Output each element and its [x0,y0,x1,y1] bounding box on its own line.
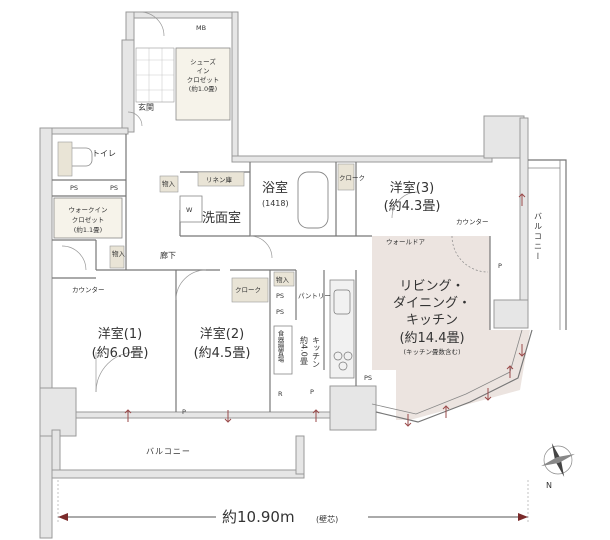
storage-corridor [109,245,125,269]
outer-walls [39,11,529,539]
counter-label-right: カウンター [456,217,489,226]
p-label-right: P [498,262,502,270]
room3-size-label: (約4.3畳) [384,199,441,214]
kitchen-vertical-label: キッチン [312,336,321,368]
north-compass [541,443,575,477]
bay-window-wall [375,329,533,423]
mb-label: MB [196,24,206,32]
ventilation-arrow [506,365,514,378]
shoe-closet-label-2: イン [197,67,210,75]
toilet-label: トイレ [92,149,116,158]
p-label-bottom1: P [182,408,186,416]
width-note-label: (壁芯) [316,514,338,524]
counter-label-left: カウンター [72,285,105,294]
room2-closet [231,277,269,303]
storage-label-wash: 物入 [162,179,176,188]
dimension-arrow-right [518,513,528,521]
ventilation-arrow [442,405,450,418]
storage-label-corridor: 物入 [112,249,126,258]
room2-label: 洋室(2) [200,326,244,342]
entrance-label: 玄関 [138,102,154,112]
dimension-arrow-left [58,513,68,521]
dish-storage-box [273,325,293,375]
living-label-1: リビング・ [399,279,464,294]
ps-label-5: PS [364,374,372,382]
storage-room2 [273,271,295,287]
bathtub [297,171,329,229]
r-label: R [278,390,283,398]
bath-size-label: (1418) [262,199,289,208]
ps-label-4: PS [276,308,284,316]
room1-label: 洋室(1) [98,326,142,342]
balcony-right-label: バルコニー [534,212,543,262]
living-size-label: (約14.4畳) [399,331,464,346]
room3-closet [337,163,355,191]
living-label-2: ダイニング・ [393,296,471,311]
ventilation-arrow [124,409,132,422]
p-label-bottom2: P [310,388,314,396]
kitchen-size-vertical-label: 約4.0畳 [300,335,309,365]
balcony-bottom-label: バルコニー [146,447,191,456]
north-label: N [546,481,552,490]
ps-label-2: PS [110,184,118,192]
walkin-label-1: ウォークイン [69,206,108,214]
shoe-closet-label-3: クロゼット [187,75,220,84]
entrance-tiles [135,47,175,103]
linen-label: リネン庫 [206,175,233,184]
washbasin [197,171,245,187]
walkin-label-2: クロゼット [72,215,105,224]
room3-label: 洋室(3) [390,180,434,196]
ps-label-1: PS [70,184,78,192]
wall-door-swing [451,235,489,273]
washer-space [179,195,203,223]
kitchen-counter [329,279,355,379]
washer-w-label: W [186,206,193,214]
ps-label-3: PS [276,292,284,300]
storage-label-room2: 物入 [276,275,290,284]
washroom-label: 洗面室 [202,210,241,226]
room3-closet-label: クローク [339,174,365,182]
ventilation-arrow [224,410,232,423]
dish-storage-label: 食器棚置場 [276,329,284,364]
corridor-label: 廊下 [160,250,176,260]
ventilation-arrow [518,193,526,206]
width-label: 約10.90m [222,508,295,526]
room2-closet-label: クローク [235,286,261,294]
room1-size-label: (約6.0畳) [92,346,149,361]
bay-window-inner [371,329,523,415]
pantry-label: パントリー [298,292,331,300]
door-swings [61,11,419,393]
ventilation-arrow [518,344,526,357]
living-note-label: (キッチン畳数含む) [403,347,460,356]
ventilation-arrows [124,193,526,427]
walkin-closet-box [53,197,123,239]
right-balcony-rail [528,159,567,330]
interior-walls [52,134,491,412]
walkin-label-3: (約1.1畳) [74,225,102,234]
storage-wash [159,175,179,193]
bath-label: 浴室 [262,180,288,196]
ventilation-arrow [312,409,320,422]
shoe-closet-box [175,47,231,121]
living-area-fill [372,236,530,420]
shoe-closet-label-4: (約1.0畳) [189,84,217,93]
living-label-3: キッチン [406,313,458,328]
ventilation-arrow [484,388,492,401]
wall-door-label: ウォールドア [386,238,426,246]
room2-size-label: (約4.5畳) [194,346,251,361]
shoe-closet-label-1: シューズ [190,57,216,66]
ventilation-arrow [404,414,412,427]
